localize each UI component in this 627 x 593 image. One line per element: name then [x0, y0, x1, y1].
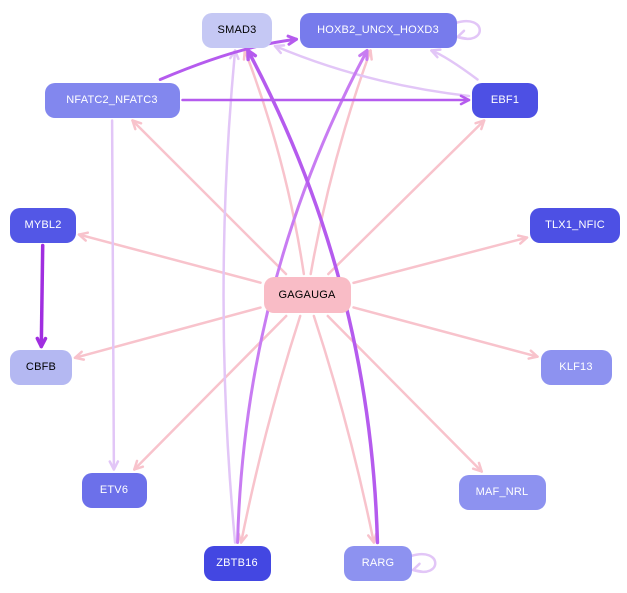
- edge-GAGAUGA-TLX1_NFIC-arrow: [516, 234, 529, 245]
- edge-GAGAUGA-EBF1: [327, 119, 486, 276]
- node-SMAD3[interactable]: SMAD3: [202, 12, 272, 48]
- edge-GAGAUGA-ZBTB16-arrow: [237, 532, 248, 544]
- edge-GAGAUGA-SMAD3: [243, 49, 306, 276]
- node-CBFB[interactable]: CBFB: [10, 349, 72, 385]
- edge-ZBTB16-SMAD3-arrow: [229, 49, 240, 61]
- node-HOXB2_UNCX_HOXD3[interactable]: HOXB2_UNCX_HOXD3: [299, 12, 457, 48]
- node-TLX1_NFIC[interactable]: TLX1_NFIC: [530, 207, 620, 243]
- edge-NFATC2_NFATC3-ETV6: [110, 119, 116, 471]
- edge-ZBTB16-SMAD3: [222, 49, 237, 544]
- edge-MYBL2-CBFB: [39, 243, 45, 349]
- edge-NFATC2_NFATC3-EBF1-arrow: [459, 94, 471, 106]
- node-EBF1[interactable]: EBF1: [472, 82, 538, 118]
- node-MAF_NRL[interactable]: MAF_NRL: [458, 474, 546, 510]
- node-KLF13[interactable]: KLF13: [540, 349, 612, 385]
- edge-RARG-SMAD3-arrow: [246, 48, 258, 62]
- edge-EBF1-SMAD3-arrow: [273, 44, 286, 55]
- edge-EBF1-HOXB2_UNCX_HOXD3: [430, 49, 479, 81]
- edge-MYBL2-CBFB-arrow: [35, 336, 48, 349]
- edge-GAGAUGA-EBF1-arrow: [474, 119, 486, 131]
- edge-GAGAUGA-MYBL2-arrow: [77, 231, 90, 242]
- edge-GAGAUGA-KLF13-arrow: [527, 349, 539, 360]
- edge-NFATC2_NFATC3-HOXB2_UNCX_HOXD3-arrow: [286, 34, 298, 46]
- edge-EBF1-HOXB2_UNCX_HOXD3-arrow: [430, 48, 442, 59]
- edge-GAGAUGA-TLX1_NFIC: [352, 236, 529, 285]
- edge-GAGAUGA-KLF13: [352, 306, 539, 358]
- node-NFATC2_NFATC3[interactable]: NFATC2_NFATC3: [44, 82, 180, 118]
- edge-NFATC2_NFATC3-HOXB2_UNCX_HOXD3: [158, 37, 298, 81]
- edge-RARG-RARG-arrow: [411, 562, 424, 573]
- edge-ZBTB16-HOXB2_UNCX_HOXD3-arrow: [358, 49, 369, 61]
- edge-GAGAUGA-MYBL2: [77, 233, 262, 284]
- node-MYBL2[interactable]: MYBL2: [10, 207, 76, 243]
- node-RARG[interactable]: RARG: [344, 545, 412, 581]
- edge-NFATC2_NFATC3-ETV6-arrow: [108, 460, 120, 471]
- edge-GAGAUGA-RARG-arrow: [366, 532, 378, 544]
- edge-EBF1-SMAD3: [273, 44, 471, 98]
- edge-GAGAUGA-ETV6: [133, 314, 288, 471]
- node-GAGAUGA[interactable]: GAGAUGA: [263, 277, 351, 313]
- edge-HOXB2_UNCX_HOXD3-HOXB2_UNCX_HOXD3-arrow: [456, 29, 468, 40]
- edge-GAGAUGA-ETV6-arrow: [133, 459, 145, 471]
- node-ZBTB16[interactable]: ZBTB16: [203, 545, 271, 581]
- edge-GAGAUGA-RARG: [312, 314, 376, 544]
- edge-GAGAUGA-CBFB: [73, 306, 262, 360]
- edge-GAGAUGA-ZBTB16: [239, 314, 302, 544]
- node-ETV6[interactable]: ETV6: [81, 472, 147, 508]
- edge-GAGAUGA-NFATC2_NFATC3-arrow: [131, 119, 143, 131]
- edge-GAGAUGA-MAF_NRL-arrow: [471, 461, 483, 473]
- edge-GAGAUGA-HOXB2_UNCX_HOXD3: [309, 49, 372, 276]
- edge-GAGAUGA-CBFB-arrow: [73, 350, 86, 361]
- edge-GAGAUGA-MAF_NRL: [326, 314, 483, 473]
- edge-GAGAUGA-NFATC2_NFATC3: [131, 119, 288, 276]
